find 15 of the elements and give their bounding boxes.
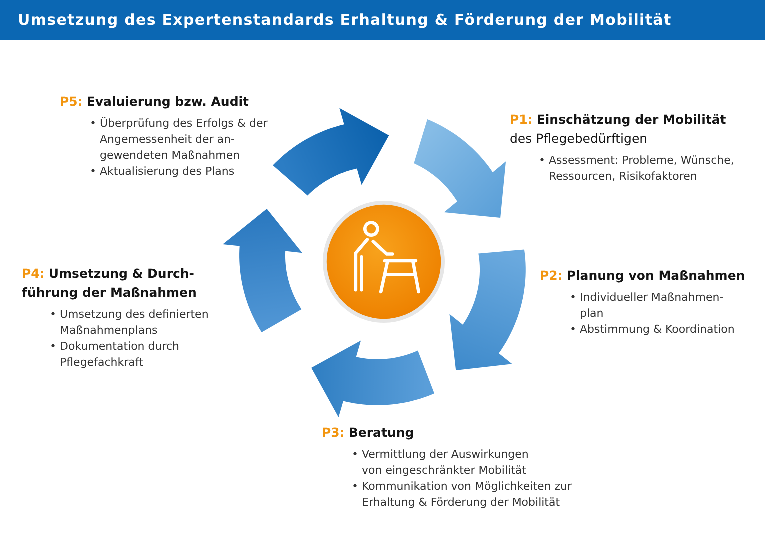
diagram-title: Umsetzung des Expertenstandards Erhaltung & Förderung der Mobilität [18,11,672,29]
phase-heading: P3: Beratung [322,424,414,442]
phase-heading: P2: Planung von Maßnahmen [540,267,746,285]
bullet-item: • Abstimmung & Koordination [570,322,735,338]
phase-heading: P5: Evaluierung bzw. Audit [60,93,250,111]
bullet-item: • Vermittlung der Auswirkungen von eingeschränkter Mobilität [352,447,530,479]
bullet-item: • Umsetzung des definierten Maßnahmenplans [50,307,210,339]
bullet-item: • Assessment: Probleme, Wünsche, Ressourcen, Risikofaktoren [539,153,736,185]
bullet-item: • Dokumentation durch Pflegefachkraft [50,339,181,371]
bullet-item: • Individueller Maßnahmen- plan [570,290,725,322]
bullet-item: • Aktualisierung des Plans [90,164,235,180]
bullet-item: • Überprüfung des Erfolgs & der Angemessenheit der an- gewendeten Maßnahmen [90,116,269,164]
bullet-item: • Kommunikation von Möglichkeiten zur Erhaltung & Förderung der Mobilität [352,479,573,511]
phase-heading: P1: Einschätzung der Mobilität des Pflegebedürftigen [510,111,728,148]
phase-heading: P4: Umsetzung & Durch- führung der Maßnahmen [22,265,198,302]
